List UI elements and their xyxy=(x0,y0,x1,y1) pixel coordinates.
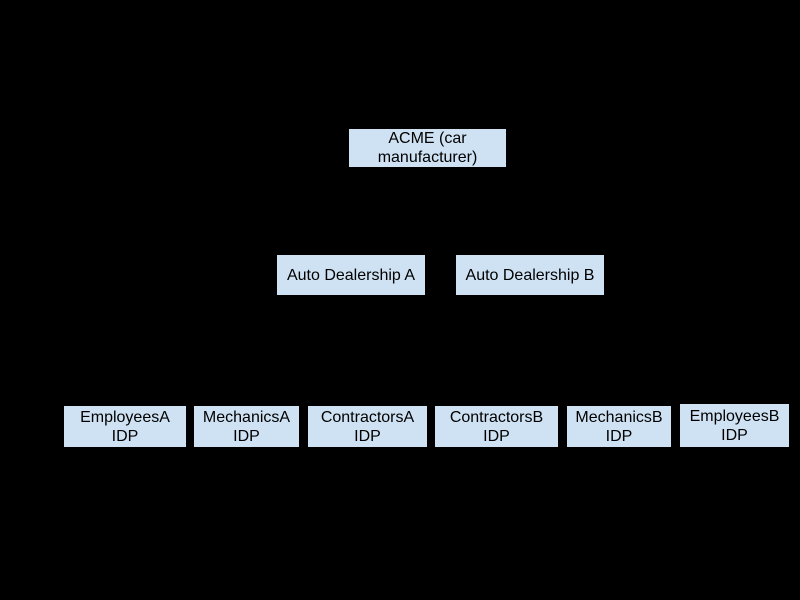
node-acme-label: ACME (car manufacturer) xyxy=(377,130,478,166)
node-employees-b-idp-label: EmployeesB IDP xyxy=(689,407,780,444)
node-acme: ACME (car manufacturer) xyxy=(348,128,507,168)
node-employees-a-idp-label: EmployeesA IDP xyxy=(80,408,170,445)
node-auto-dealership-a-label: Auto Dealership A xyxy=(286,266,416,284)
node-auto-dealership-b: Auto Dealership B xyxy=(455,254,605,296)
node-auto-dealership-b-label: Auto Dealership B xyxy=(465,266,595,284)
node-auto-dealership-a: Auto Dealership A xyxy=(276,254,426,296)
node-contractors-a-idp: ContractorsA IDP xyxy=(307,405,428,448)
node-contractors-a-idp-label: ContractorsA IDP xyxy=(320,408,415,445)
node-mechanics-b-idp-label: MechanicsB IDP xyxy=(575,408,663,445)
node-contractors-b-idp: ContractorsB IDP xyxy=(434,405,559,448)
node-employees-b-idp: EmployeesB IDP xyxy=(679,403,790,448)
node-mechanics-a-idp-label: MechanicsA IDP xyxy=(202,408,291,445)
node-contractors-b-idp-label: ContractorsB IDP xyxy=(449,408,544,445)
node-mechanics-a-idp: MechanicsA IDP xyxy=(193,405,300,448)
node-employees-a-idp: EmployeesA IDP xyxy=(63,405,187,448)
node-mechanics-b-idp: MechanicsB IDP xyxy=(566,405,672,448)
